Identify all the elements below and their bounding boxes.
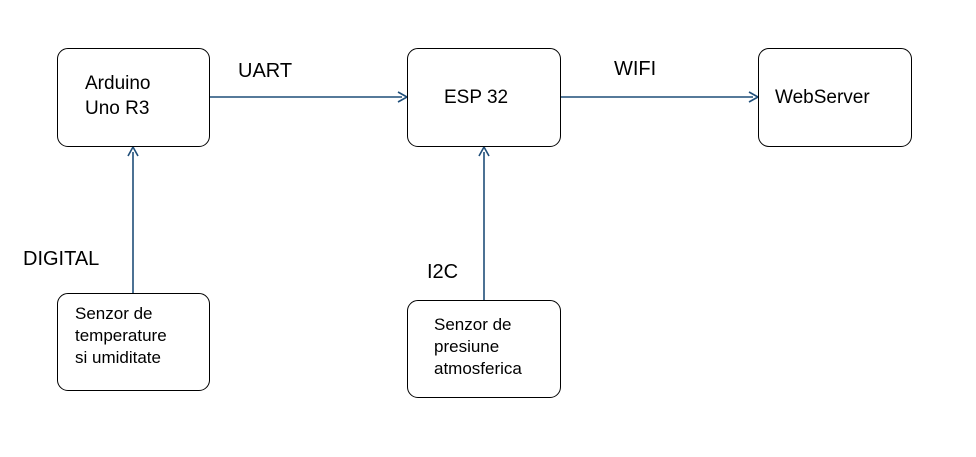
- temperature-sensor-node: Senzor de temperature si umiditate: [57, 293, 210, 391]
- pressure-sensor-node: Senzor de presiune atmosferica: [407, 300, 561, 398]
- digital-arrowhead: [127, 145, 139, 157]
- webserver-label: WebServer: [775, 87, 870, 108]
- pressure-sensor-label: Senzor de presiune atmosferica: [434, 315, 522, 379]
- arduino-label: Arduino Uno R3: [85, 73, 151, 119]
- digital-label: DIGITAL: [23, 248, 100, 270]
- webserver-node: WebServer: [758, 48, 912, 147]
- uart-label: UART: [238, 60, 293, 82]
- wifi-label: WIFI: [614, 58, 657, 80]
- esp32-node: ESP 32: [407, 48, 561, 147]
- i2c-arrowhead: [478, 145, 490, 157]
- i2c-label: I2C: [427, 261, 459, 283]
- temperature-sensor-label: Senzor de temperature si umiditate: [75, 304, 167, 368]
- esp32-label: ESP 32: [444, 87, 509, 108]
- arduino-node: Arduino Uno R3: [57, 48, 210, 147]
